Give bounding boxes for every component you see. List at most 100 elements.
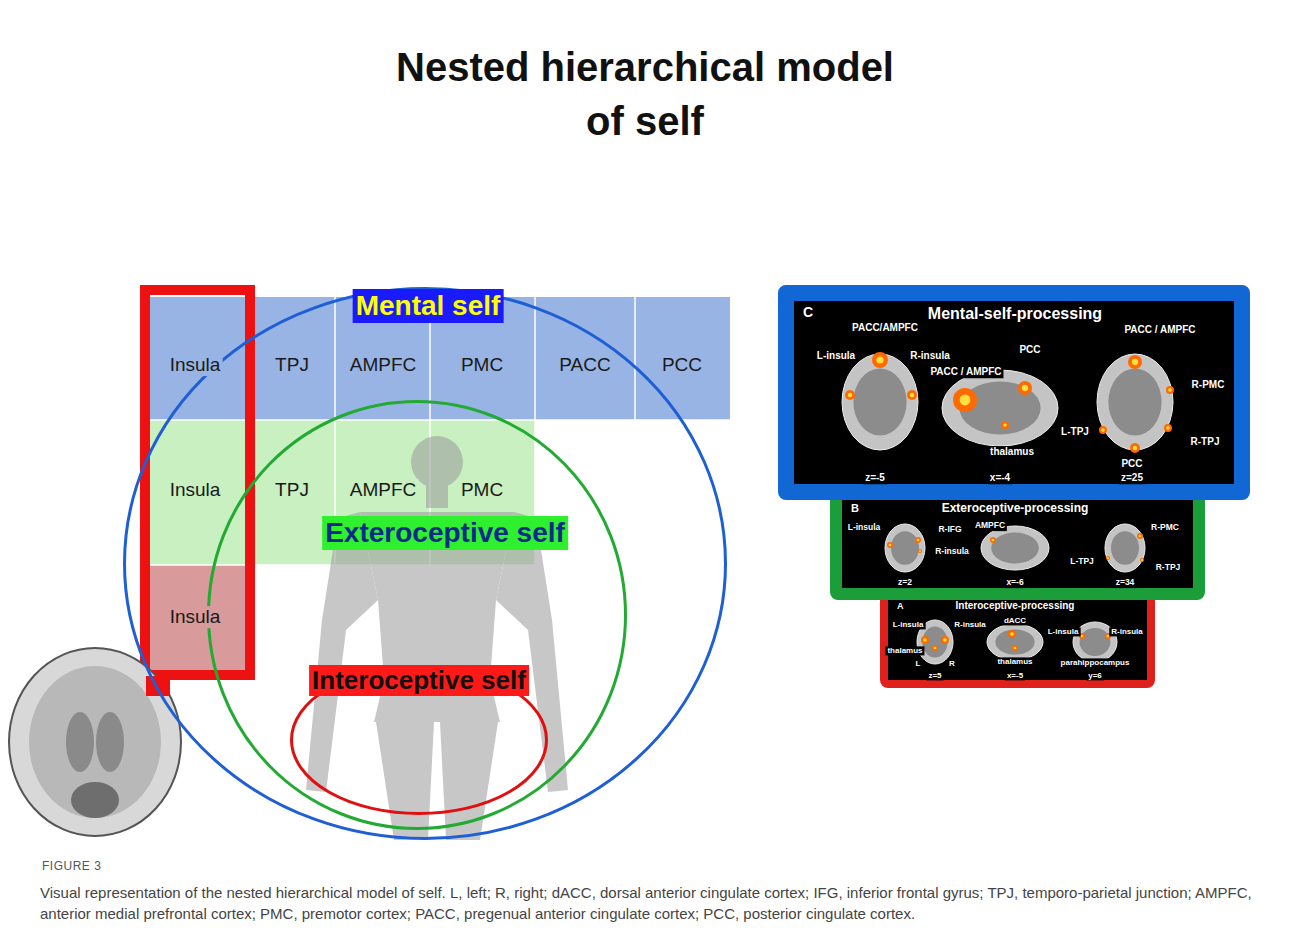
table-cell: Insula bbox=[168, 606, 223, 628]
activation-blob bbox=[953, 388, 977, 412]
panel-letter: B bbox=[848, 502, 862, 515]
brain-matter bbox=[1080, 628, 1111, 656]
activation-core bbox=[1107, 635, 1110, 638]
table-cell: PACC bbox=[557, 354, 612, 376]
brain-matter bbox=[1111, 531, 1139, 565]
brain-matter bbox=[891, 531, 919, 565]
activation-core bbox=[1101, 428, 1105, 432]
brain-outline bbox=[9, 648, 181, 836]
self-circle: Mental selfExteroceptive selfInterocepti… bbox=[123, 287, 727, 840]
silhouette-arm bbox=[496, 512, 568, 792]
brain-grey-matter bbox=[29, 666, 161, 818]
brain-outline bbox=[885, 524, 925, 572]
activation-blob bbox=[921, 636, 929, 644]
self-circle: Exteroceptive selfInteroceptive self bbox=[207, 400, 627, 830]
activation-core bbox=[1010, 632, 1014, 636]
table-cell: PMC bbox=[459, 354, 505, 376]
activation-blob bbox=[1099, 426, 1107, 434]
circle-outline bbox=[207, 400, 627, 830]
self-label: Interoceptive self bbox=[309, 665, 529, 696]
table-cell: TPJ bbox=[273, 354, 311, 376]
panel-letter: C bbox=[800, 304, 816, 321]
silhouette-head bbox=[411, 436, 463, 488]
brain-slice bbox=[885, 524, 925, 572]
silhouette-neck bbox=[426, 484, 448, 508]
insula-spot bbox=[146, 676, 170, 696]
brain-thumbnail bbox=[9, 648, 181, 836]
circle-outline-shape bbox=[209, 402, 626, 829]
activation-core bbox=[943, 638, 947, 642]
brain-outline bbox=[942, 370, 1058, 446]
brain-cerebellum bbox=[71, 782, 119, 818]
table-cell: TPJ bbox=[273, 479, 311, 501]
activation-blob bbox=[1106, 556, 1110, 560]
brain-outline bbox=[987, 624, 1043, 660]
brain-ventricle bbox=[66, 712, 94, 772]
activation-core bbox=[1014, 647, 1017, 650]
brain-outline bbox=[1105, 524, 1145, 572]
activation-core bbox=[1132, 359, 1138, 365]
activation-core bbox=[923, 638, 927, 642]
brain-slice bbox=[842, 352, 918, 450]
activation-blob bbox=[1164, 424, 1172, 432]
brain-slice bbox=[987, 624, 1043, 660]
figure-title: Nested hierarchical model of self bbox=[385, 40, 905, 148]
silhouette-arm bbox=[306, 512, 378, 792]
brain-outline bbox=[842, 354, 918, 450]
brain-matter bbox=[853, 368, 906, 435]
activation-blob bbox=[918, 549, 922, 553]
panel-title: Exteroceptive-processing bbox=[939, 501, 1092, 515]
table-cell: Insula bbox=[168, 479, 223, 501]
brain-matter bbox=[1108, 368, 1161, 435]
activation-blob bbox=[1018, 381, 1032, 395]
activation-blob bbox=[1079, 633, 1085, 639]
activation-blob bbox=[1012, 645, 1018, 651]
activation-core bbox=[934, 647, 937, 650]
activation-core bbox=[889, 544, 892, 547]
self-label: Exteroceptive self bbox=[322, 516, 568, 550]
panel-title: Interoceptive-processing bbox=[953, 600, 1078, 612]
activation-blob bbox=[941, 636, 949, 644]
cell-divider bbox=[634, 297, 636, 420]
activation-core bbox=[919, 550, 921, 552]
activation-core bbox=[1139, 535, 1142, 538]
brain-outline bbox=[1073, 622, 1117, 662]
brain-slice bbox=[1073, 622, 1117, 662]
activation-blob bbox=[1105, 633, 1111, 639]
activation-blob bbox=[872, 352, 888, 368]
activation-blob bbox=[1140, 558, 1144, 562]
table-cell: AMPFC bbox=[348, 354, 419, 376]
self-circle: Interoceptive self bbox=[290, 665, 548, 815]
brain-outline bbox=[917, 620, 953, 664]
table-cell: PCC bbox=[660, 354, 704, 376]
figure-caption: Visual representation of the nested hier… bbox=[40, 882, 1255, 924]
activation-blob bbox=[1128, 355, 1142, 369]
brain-slice bbox=[1105, 524, 1145, 572]
self-label: Mental self bbox=[353, 289, 504, 323]
brain-matter bbox=[991, 533, 1039, 564]
activation-blob bbox=[1137, 533, 1143, 539]
activation-blob bbox=[887, 542, 893, 548]
activation-core bbox=[992, 539, 995, 542]
brain-ventricle bbox=[96, 712, 124, 772]
cell-divider bbox=[140, 419, 730, 421]
activation-core bbox=[910, 393, 915, 398]
brain-matter bbox=[995, 629, 1034, 654]
panel-letter: A bbox=[894, 601, 907, 612]
activation-core bbox=[1141, 559, 1143, 561]
interoceptive-row bbox=[140, 565, 255, 680]
activation-blob bbox=[932, 645, 938, 651]
activation-blob bbox=[990, 537, 996, 543]
activation-core bbox=[848, 393, 853, 398]
activation-core bbox=[1168, 388, 1172, 392]
activation-core bbox=[960, 395, 971, 406]
activation-core bbox=[1166, 426, 1170, 430]
activation-core bbox=[1081, 635, 1084, 638]
silhouette-leg bbox=[376, 722, 434, 840]
activation-blob bbox=[1166, 386, 1174, 394]
activation-blob bbox=[1001, 421, 1009, 429]
activation-core bbox=[917, 539, 920, 542]
brain-outline bbox=[981, 526, 1049, 570]
figure-number: FIGURE 3 bbox=[40, 860, 103, 874]
